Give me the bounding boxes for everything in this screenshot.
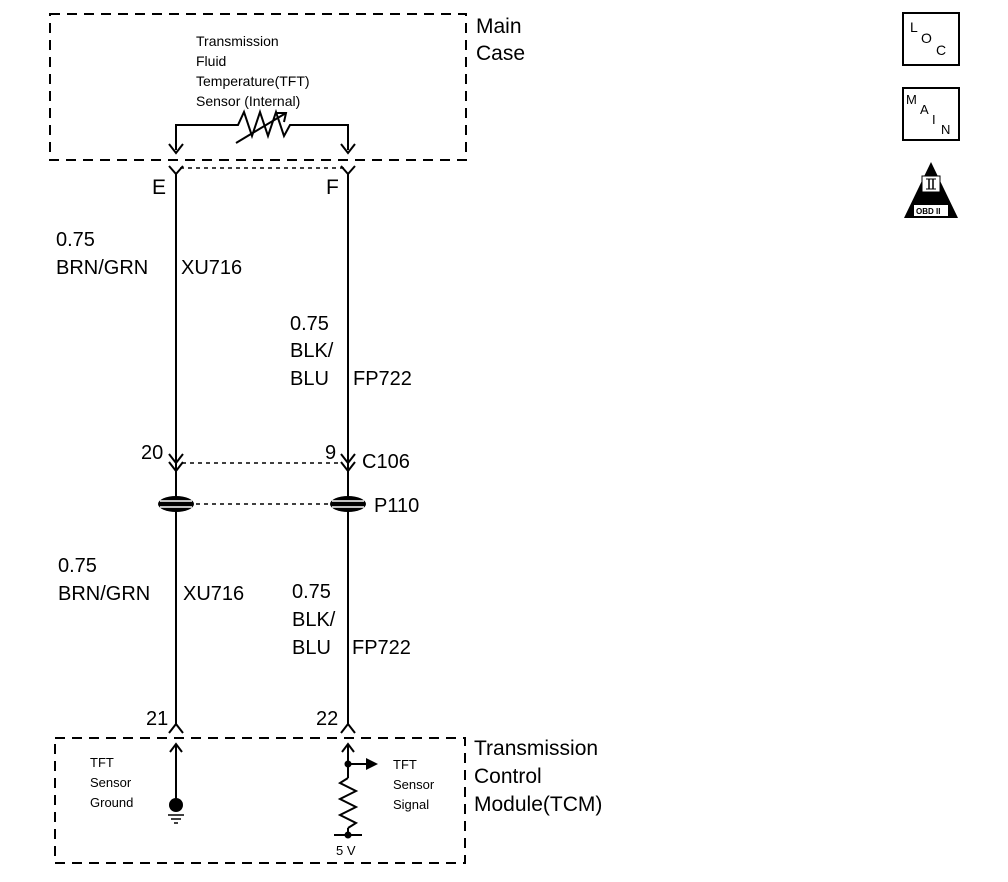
main-icon: M A I N (902, 87, 960, 141)
wire-upper-right-color-2: BLU (290, 368, 329, 390)
ground-wire-arrow (169, 742, 183, 753)
svg-text:N: N (941, 122, 950, 137)
wire-upper-left-gauge: 0.75 (56, 229, 95, 251)
pin-e-label: E (152, 176, 166, 199)
svg-text:A: A (920, 102, 929, 117)
c106-left-chevron-2 (168, 461, 184, 473)
tcm-label-1: Transmission (474, 737, 598, 760)
wire-upper-left-circuit: XU716 (181, 257, 242, 279)
wire-lower-left-circuit: XU716 (183, 583, 244, 605)
p110-label: P110 (374, 495, 419, 517)
tcm-box (54, 737, 466, 864)
obd-ii-text: OBD II (916, 207, 940, 216)
wire-lower-right-circuit: FP722 (352, 637, 411, 659)
wire-upper-left-color: BRN/GRN (56, 257, 148, 279)
thermistor-symbol (175, 108, 349, 150)
signal-output-arrow-icon (366, 758, 378, 770)
ground-label-1: TFT (90, 755, 114, 770)
pin-f-chevron (340, 165, 356, 176)
c106-label: C106 (362, 451, 410, 473)
signal-label-1: TFT (393, 757, 417, 772)
signal-wire-arrow (341, 742, 355, 753)
ground-label-3: Ground (90, 795, 133, 810)
pull-up-resistor (337, 777, 359, 829)
signal-label-2: Sensor (393, 777, 435, 792)
wire-lower-left-color: BRN/GRN (58, 583, 150, 605)
wire-upper-right-color-1: BLK/ (290, 340, 334, 362)
wire-lower-right-color-1: BLK/ (292, 609, 336, 631)
ground-icon (168, 814, 184, 824)
svg-text:I: I (932, 112, 936, 127)
wire-upper-right-circuit: FP722 (353, 368, 412, 390)
sensor-label-line-4: Sensor (Internal) (196, 93, 300, 109)
wire-lower-right-color-2: BLU (292, 637, 331, 659)
c106-pin-left: 20 (141, 442, 163, 464)
ground-label-2: Sensor (90, 775, 132, 790)
wire-lower-left-gauge: 0.75 (58, 555, 97, 577)
main-case-box (49, 13, 467, 161)
obd-ii-icon: OBD II (904, 162, 958, 218)
ground-node (169, 798, 183, 812)
sensor-label-line-1: Transmission (196, 33, 279, 49)
p110-left-grommet (158, 496, 194, 512)
wire-lower-right-gauge: 0.75 (292, 581, 331, 603)
c106-pin-right: 9 (325, 442, 336, 464)
svg-text:O: O (921, 30, 932, 46)
pin-f-label: F (326, 176, 339, 199)
pin-e-chevron (168, 165, 184, 176)
sensor-label-line-2: Fluid (196, 53, 226, 69)
svg-text:C: C (936, 42, 946, 58)
c106-left-chevron (168, 453, 184, 465)
tcm-label-3: Module(TCM) (474, 793, 602, 816)
tcm-label-2: Control (474, 765, 542, 788)
c106-right-chevron (340, 453, 356, 465)
loc-icon: L O C (902, 12, 960, 66)
sensor-label-line-3: Temperature(TFT) (196, 73, 310, 89)
p110-right-grommet (330, 496, 366, 512)
tcm-pin-21-chevron (168, 722, 184, 734)
wire-upper-right-gauge: 0.75 (290, 313, 329, 335)
main-case-label-2: Case (476, 42, 525, 65)
c106-right-chevron-2 (340, 461, 356, 473)
svg-text:L: L (910, 19, 918, 35)
tcm-pin-22-label: 22 (316, 708, 338, 730)
sensor-left-arrow (168, 143, 184, 155)
svg-text:M: M (906, 92, 917, 107)
sensor-right-arrow (340, 143, 356, 155)
main-case-label: Main (476, 15, 522, 38)
tcm-pin-22-chevron (340, 722, 356, 734)
tcm-pin-21-label: 21 (146, 708, 168, 730)
signal-label-3: Signal (393, 797, 429, 812)
supply-voltage-label: 5 V (336, 843, 356, 858)
